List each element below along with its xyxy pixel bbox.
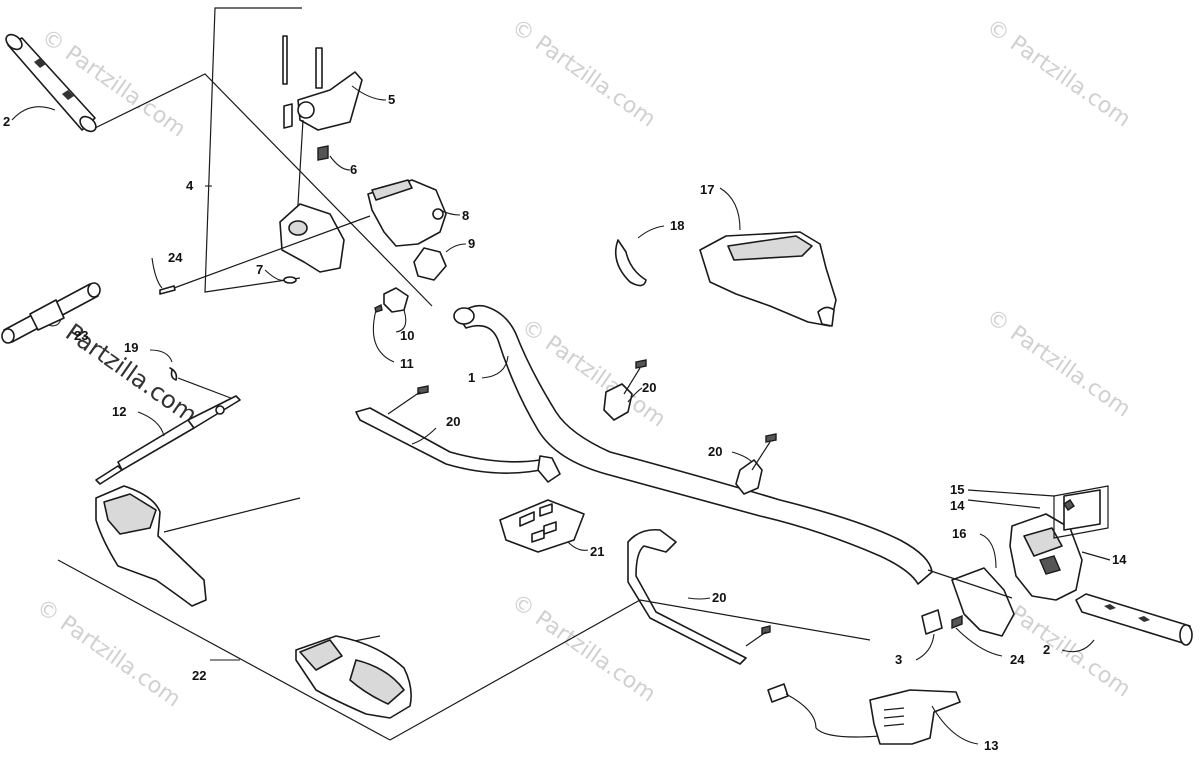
hand-guard-cover: [699, 231, 837, 327]
left-grip: [5, 33, 97, 133]
bar-end-insert: [921, 609, 943, 635]
callout-15: 15: [950, 482, 964, 497]
callout-3: 3: [895, 652, 902, 667]
hand-guard-right: [295, 635, 412, 719]
callout-2: 2: [3, 114, 10, 129]
callout-10: 10: [400, 328, 414, 343]
callout-14: 14: [950, 498, 965, 513]
right-grip: [1075, 593, 1193, 646]
callout-1: 1: [468, 370, 475, 385]
switch-housing: [1009, 513, 1083, 601]
watermark: © Partzilla.com: [982, 304, 1135, 422]
cable-clip: [169, 367, 178, 381]
handlebar: [453, 304, 933, 585]
callout-9: 9: [468, 236, 475, 251]
callout-13: 13: [984, 738, 998, 753]
bar-clamp: [735, 459, 763, 495]
screw-left: [159, 285, 176, 295]
callout-22: 22: [192, 668, 206, 683]
watermark: © Partzilla.com: [32, 594, 185, 712]
callout-12: 12: [112, 404, 126, 419]
washer: [283, 276, 297, 284]
throttle-switch: [383, 287, 409, 313]
callout-21: 21: [590, 544, 604, 559]
heater-clip: [413, 247, 447, 281]
callout-17: 17: [700, 182, 714, 197]
callout-20: 20: [642, 380, 656, 395]
callout-24: 24: [168, 250, 183, 265]
callout-4: 4: [186, 178, 194, 193]
callout-5: 5: [388, 92, 395, 107]
callout-20: 20: [446, 414, 460, 429]
callout-23: 23: [74, 328, 88, 343]
riser-bar: [627, 528, 771, 665]
callout-19: 19: [124, 340, 138, 355]
callout-8: 8: [462, 208, 469, 223]
throttle-cable: [95, 395, 241, 485]
callout-2: 2: [1043, 642, 1050, 657]
callout-14: 14: [1112, 552, 1127, 567]
watermark: © Partzilla.com: [982, 14, 1135, 132]
watermark: © Partzilla.com: [507, 14, 660, 132]
callout-11: 11: [400, 356, 414, 371]
callout-18: 18: [670, 218, 684, 233]
callout-20: 20: [708, 444, 722, 459]
callout-16: 16: [952, 526, 966, 541]
callout-20: 20: [712, 590, 726, 605]
throttle-housing: [279, 203, 345, 273]
switch-label: [1063, 489, 1101, 531]
watermark: © Partzilla.com: [507, 589, 660, 707]
clip-ring: [614, 239, 647, 287]
callout-7: 7: [256, 262, 263, 277]
grip-heater: [767, 683, 961, 745]
throttle-block: [317, 145, 329, 161]
hand-guard-left: [95, 485, 207, 607]
callout-6: 6: [350, 162, 357, 177]
switch-bracket: [951, 567, 1015, 637]
throttle-lever: [282, 35, 363, 131]
throttle-cover: [367, 179, 447, 247]
callout-24: 24: [1010, 652, 1025, 667]
clamp-plate: [499, 499, 585, 553]
callout-labels: 1 2 2 3 4 5 6 7 8 9 10 11 12 13 14 14 15…: [3, 92, 1127, 753]
riser-bar: [355, 385, 561, 483]
